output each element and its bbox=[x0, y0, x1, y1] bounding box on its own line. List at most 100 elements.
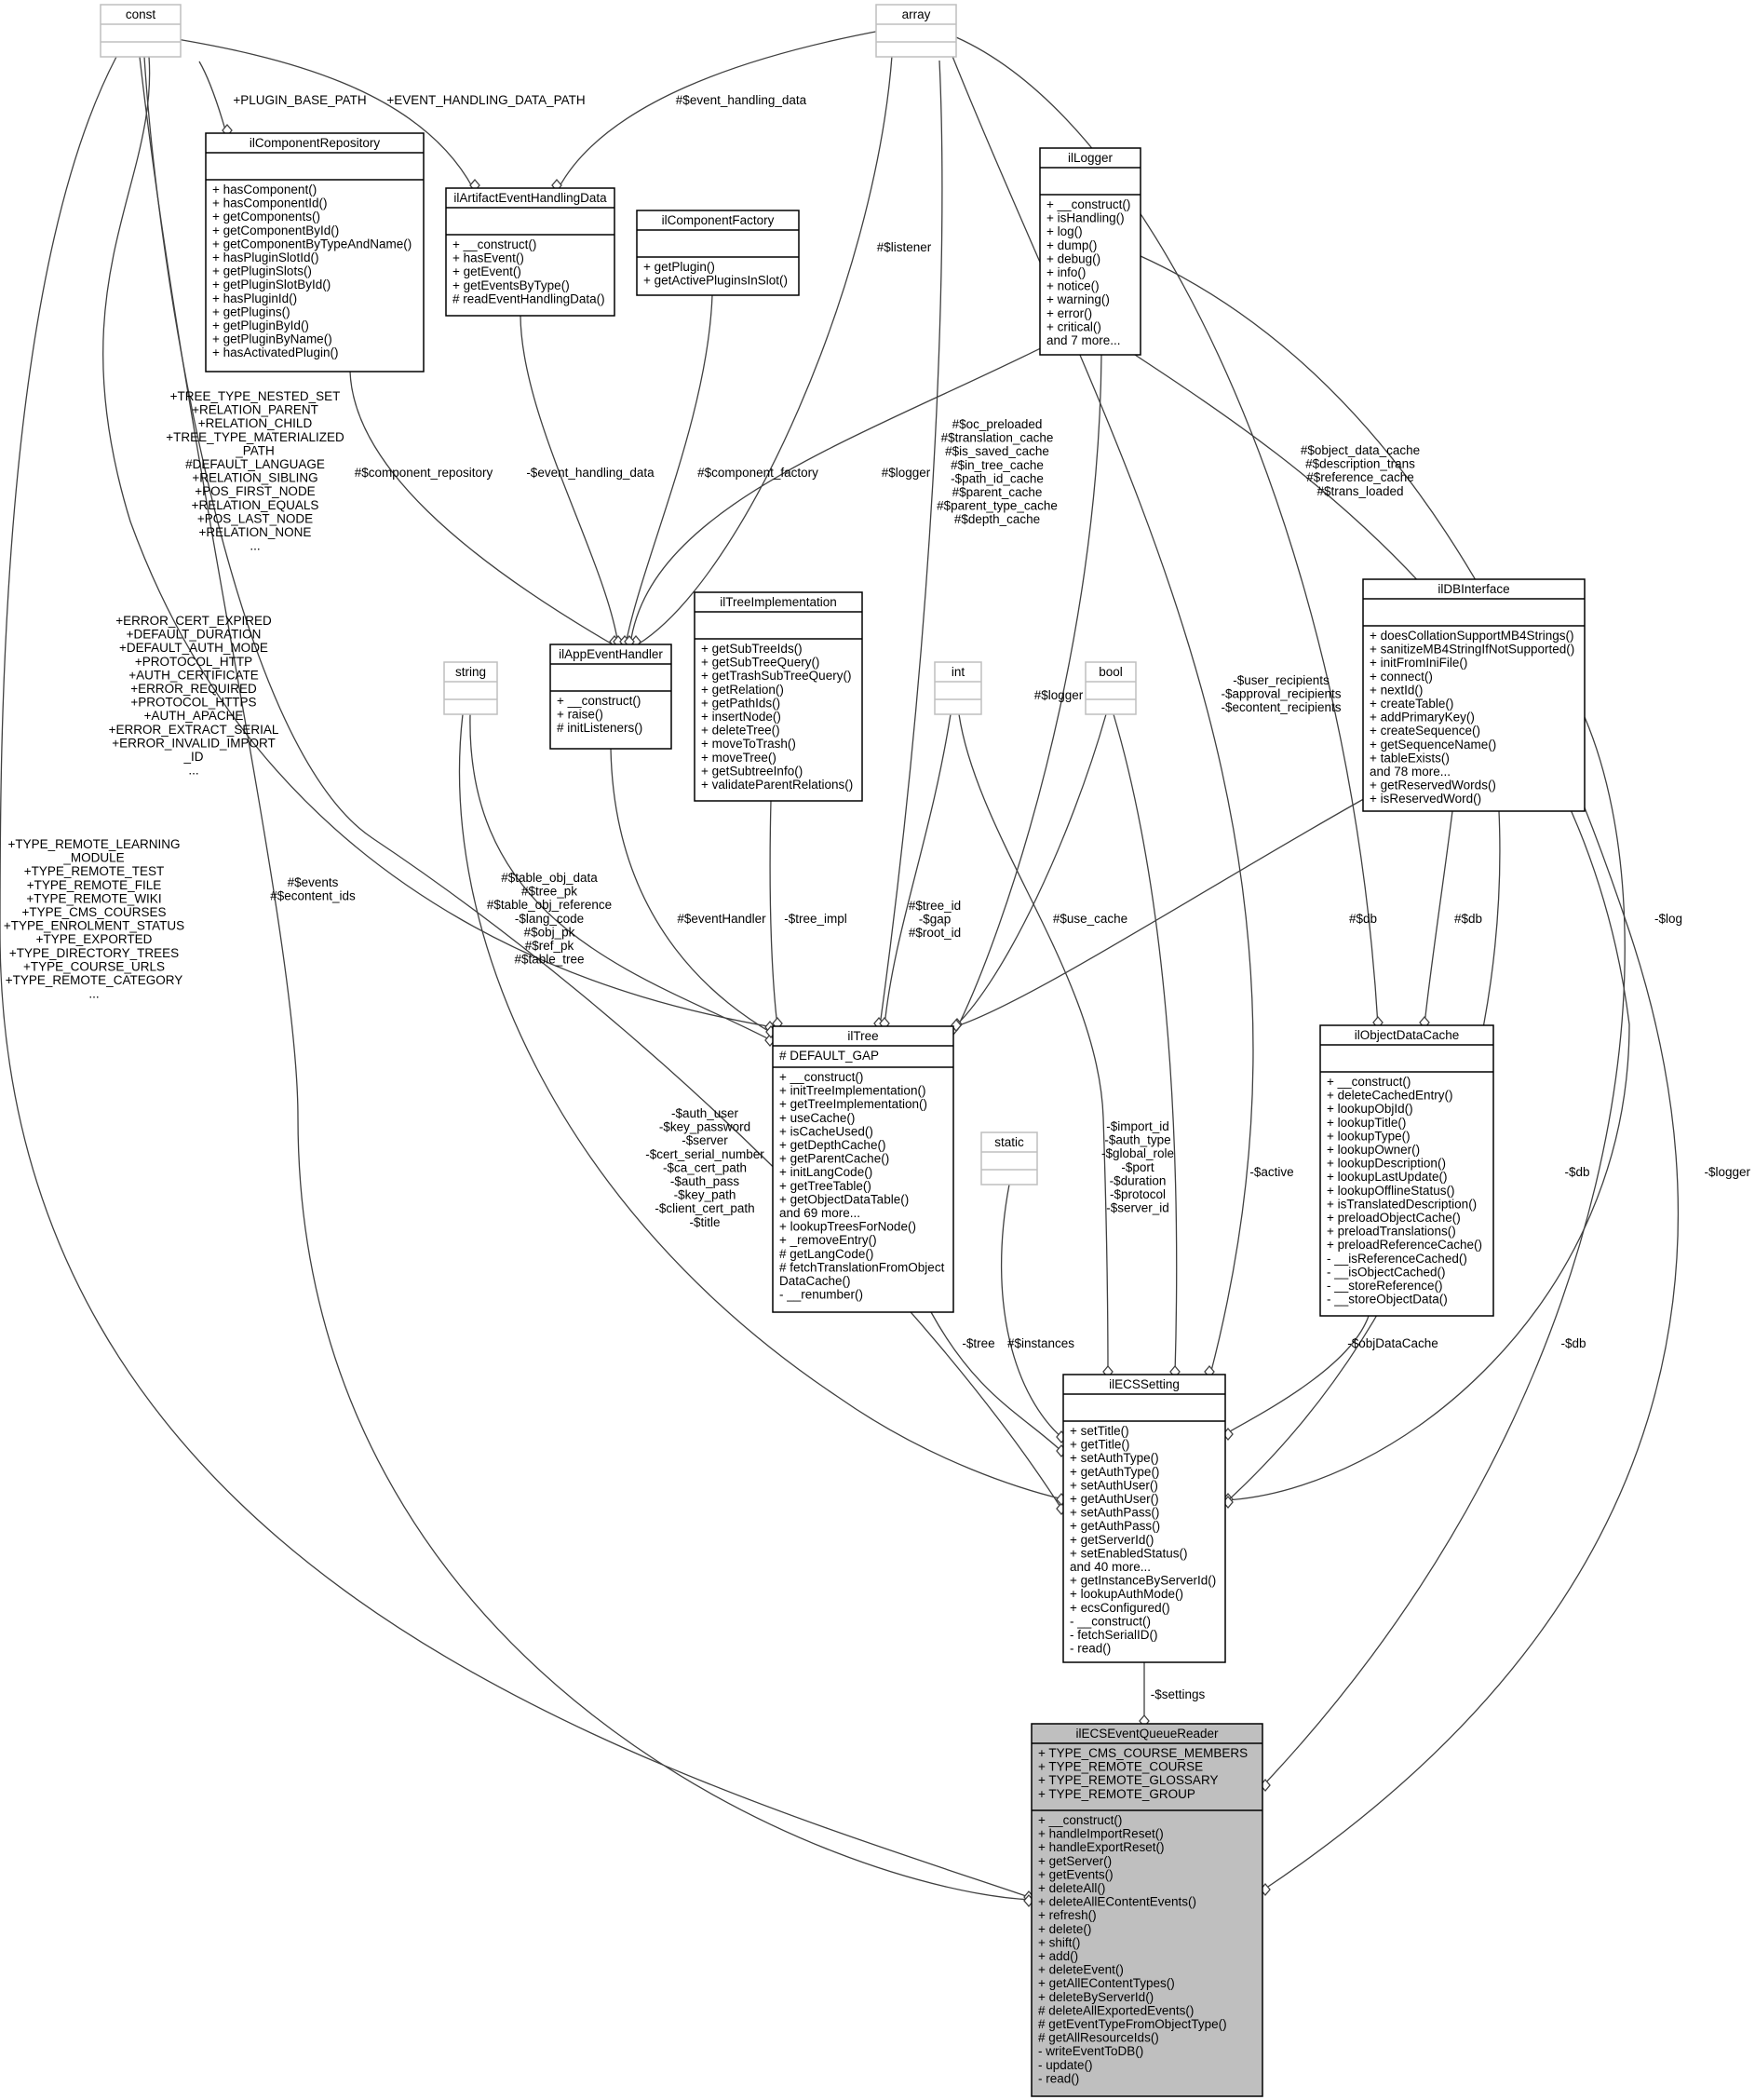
association-edge bbox=[1113, 713, 1178, 1375]
edge-label-ecs-strings: -$auth_user-$key_password-$server-$cert_… bbox=[645, 1106, 764, 1229]
class-method: DataCache() bbox=[779, 1274, 851, 1288]
class-method: - writeEventToDB() bbox=[1038, 2044, 1143, 2058]
association-edge bbox=[165, 36, 474, 189]
edge-label-line: -$port bbox=[1121, 1160, 1154, 1174]
edge-label-reader-consts: +TYPE_REMOTE_LEARNING_MODULE+TYPE_REMOTE… bbox=[4, 837, 184, 1001]
class-node-il-dbinterface: ilDBInterface+ doesCollationSupportMB4St… bbox=[1362, 578, 1586, 812]
edge-label-line: +EVENT_HANDLING_DATA_PATH bbox=[386, 93, 585, 107]
class-method: + getEvent() bbox=[452, 264, 521, 278]
class-method: and 78 more... bbox=[1370, 765, 1451, 779]
class-method: + setTitle() bbox=[1070, 1424, 1129, 1438]
edge-label-db-ecs: -$db bbox=[1564, 1165, 1589, 1179]
class-method: # getEventTypeFromObjectType() bbox=[1038, 2017, 1227, 2031]
association-edge bbox=[1000, 1184, 1064, 1440]
edge-label-line: -$tree bbox=[962, 1336, 994, 1350]
class-attribute: + TYPE_CMS_COURSE_MEMBERS bbox=[1038, 1746, 1248, 1760]
class-method: + handleExportReset() bbox=[1038, 1840, 1164, 1854]
edge-label-line: +POS_LAST_NODE bbox=[197, 511, 313, 525]
class-node-static: static bbox=[980, 1131, 1038, 1185]
edge-label-line: #$table_tree bbox=[514, 953, 584, 967]
class-method: + hasEvent() bbox=[452, 251, 524, 265]
edge-label-line: #$is_saved_cache bbox=[945, 444, 1049, 458]
class-method: + hasComponentId() bbox=[212, 196, 327, 210]
edge-label-line: +ERROR_EXTRACT_SERIAL bbox=[109, 723, 279, 737]
class-method: - read() bbox=[1070, 1642, 1111, 1656]
edge-label-line: #$depth_cache bbox=[954, 512, 1040, 526]
edge-label-line: #$reference_cache bbox=[1306, 470, 1414, 484]
class-method: + preloadTranslations() bbox=[1327, 1225, 1456, 1239]
edge-label-line: -$db bbox=[1564, 1165, 1589, 1179]
edge-label-line: +TREE_TYPE_NESTED_SET bbox=[170, 389, 341, 403]
edge-labels: +PLUGIN_BASE_PATH+EVENT_HANDLING_DATA_PA… bbox=[4, 93, 1751, 1701]
edge-label-line: +TYPE_COURSE_URLS bbox=[23, 959, 165, 973]
edge-label-line: -$ca_cert_path bbox=[663, 1160, 747, 1174]
class-name: ilComponentFactory bbox=[662, 213, 775, 227]
class-method: + __construct() bbox=[1046, 197, 1130, 211]
class-method: + useCache() bbox=[779, 1111, 855, 1125]
class-node-array: array bbox=[875, 4, 957, 58]
association-edge bbox=[0, 56, 1033, 1899]
class-method: + getPluginSlotById() bbox=[212, 278, 331, 291]
class-method: + doesCollationSupportMB4Strings() bbox=[1370, 629, 1574, 643]
edge-label-line: +POS_FIRST_NODE bbox=[195, 484, 315, 498]
edge-label-recipients: -$user_recipients-$approval_recipients-$… bbox=[1221, 673, 1341, 714]
class-method: + lookupTitle() bbox=[1327, 1116, 1406, 1130]
class-method: + nextId() bbox=[1370, 683, 1423, 697]
class-node-il-tree: ilTree# DEFAULT_GAP+ __construct()+ init… bbox=[772, 1025, 954, 1313]
association-edge bbox=[1224, 1315, 1370, 1435]
class-name: ilAppEventHandler bbox=[559, 647, 663, 661]
class-method: + getTreeTable() bbox=[779, 1179, 871, 1193]
edge-label-line: #$table_obj_data bbox=[501, 871, 598, 885]
edge-label-line: -$global_role bbox=[1101, 1146, 1174, 1160]
association-edge bbox=[1140, 255, 1679, 1891]
edge-label-line: +TYPE_EXPORTED bbox=[36, 932, 153, 946]
edge-label-line: #$tree_id bbox=[909, 899, 961, 913]
edge-label-line: +DEFAULT_DURATION bbox=[127, 628, 262, 642]
edge-label-line: -$tree_impl bbox=[784, 912, 847, 926]
class-method: + lookupOfflineStatus() bbox=[1327, 1184, 1454, 1198]
class-method: + handleImportReset() bbox=[1038, 1827, 1164, 1841]
class-name: array bbox=[902, 7, 931, 21]
edge-label-line: #$parent_type_cache bbox=[937, 499, 1058, 513]
class-name: ilArtifactEventHandlingData bbox=[453, 191, 607, 205]
edge-label-line: +TYPE_REMOTE_LEARNING bbox=[8, 837, 181, 851]
edge-label-line: #$listener bbox=[877, 240, 932, 254]
edge-label-line: -$user_recipients bbox=[1233, 673, 1330, 687]
class-method: + __construct() bbox=[557, 694, 641, 708]
association-edge bbox=[884, 713, 952, 1027]
edge-label-line: -$gap bbox=[919, 913, 952, 927]
association-edge bbox=[637, 55, 893, 645]
edge-label-line: +TYPE_REMOTE_FILE bbox=[27, 878, 161, 892]
edge-label-line: -$title bbox=[689, 1215, 720, 1229]
class-method: + setEnabledStatus() bbox=[1070, 1546, 1187, 1560]
association-edge bbox=[198, 61, 227, 134]
association-edge bbox=[930, 1311, 1064, 1454]
edge-label-line: -$event_handling_data bbox=[526, 466, 655, 480]
class-method: + hasPluginSlotId() bbox=[212, 251, 318, 264]
edge-label-line: ... bbox=[188, 764, 198, 778]
class-method: + moveToTrash() bbox=[701, 737, 796, 751]
edge-label-line: #DEFAULT_LANGUAGE bbox=[185, 457, 325, 471]
class-method: + warning() bbox=[1046, 292, 1110, 306]
class-node-int: int bbox=[934, 661, 982, 715]
class-method: - __isReferenceCached() bbox=[1327, 1252, 1467, 1266]
edge-label-line: #$instances bbox=[1007, 1336, 1074, 1350]
class-method: + preloadReferenceCache() bbox=[1327, 1238, 1482, 1252]
edge-label-line: #$table_obj_reference bbox=[487, 898, 612, 912]
edge-label-line: #$in_tree_cache bbox=[951, 458, 1044, 472]
class-method: + moveTree() bbox=[701, 751, 776, 765]
edge-label-line: +TYPE_ENROLMENT_STATUS bbox=[4, 919, 184, 933]
class-method: + getTitle() bbox=[1070, 1438, 1129, 1452]
class-method: + deleteAllEContentEvents() bbox=[1038, 1895, 1196, 1909]
class-method: - __storeReference() bbox=[1327, 1279, 1443, 1293]
edge-label-line: +AUTH_CERTIFICATE bbox=[128, 668, 258, 682]
class-method: + initLangCode() bbox=[779, 1165, 872, 1179]
class-method: + validateParentRelations() bbox=[701, 778, 853, 792]
class-method: + getEvents() bbox=[1038, 1867, 1114, 1881]
class-method: + hasPluginId() bbox=[212, 291, 297, 305]
class-method: + log() bbox=[1046, 224, 1083, 238]
class-method: and 7 more... bbox=[1046, 333, 1121, 347]
class-method: # deleteAllExportedEvents() bbox=[1038, 2003, 1194, 2017]
class-name: string bbox=[455, 665, 486, 679]
class-method: + getEventsByType() bbox=[452, 278, 570, 292]
